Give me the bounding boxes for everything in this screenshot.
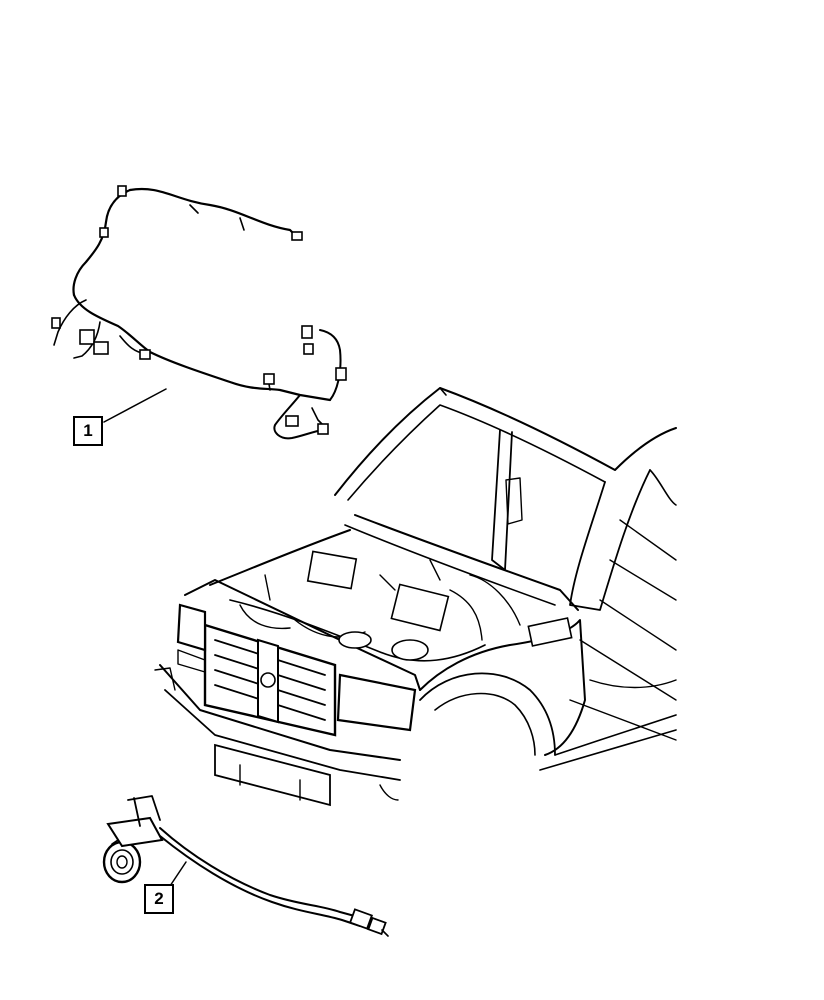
callout-2: 2: [144, 884, 174, 914]
leader-line-1: [103, 388, 167, 423]
leader-line-2: [169, 861, 187, 887]
wiring-harness-1: [51, 185, 347, 440]
vehicle-front-structure: [154, 387, 677, 807]
callout-1: 1: [73, 416, 103, 446]
fog-lamp-harness-2: [102, 795, 389, 937]
